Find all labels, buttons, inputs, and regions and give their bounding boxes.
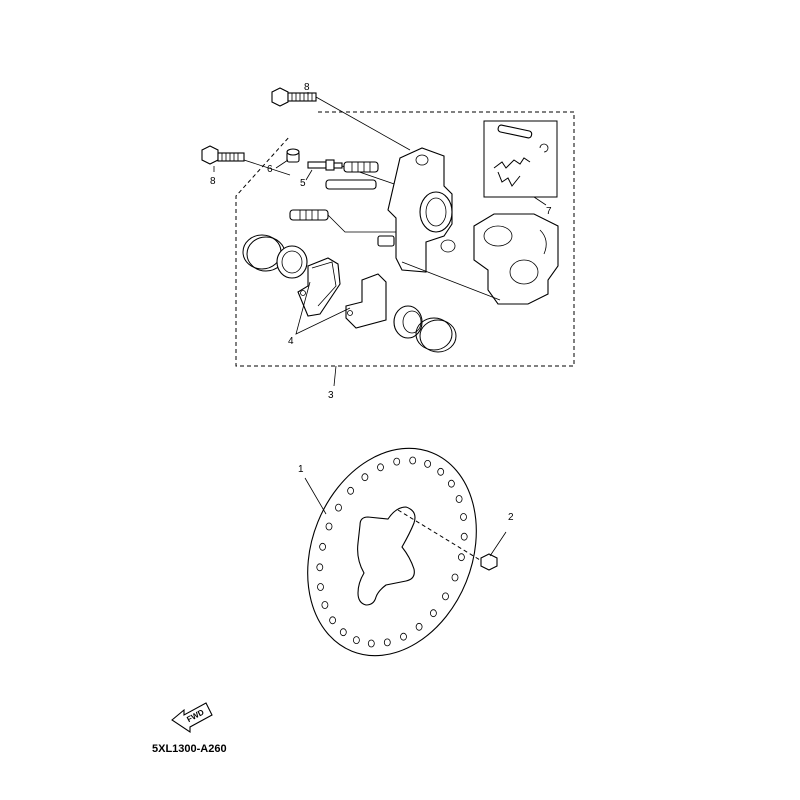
disc-vent-hole xyxy=(429,609,437,618)
pad-pin-spring-kit xyxy=(483,120,558,206)
leader-1 xyxy=(304,477,327,515)
callout-3: 3 xyxy=(328,390,334,401)
caliper-assembly-group xyxy=(201,87,575,387)
slide-pin-lower xyxy=(289,209,402,233)
disc-bolt-axis xyxy=(397,509,481,561)
leader-5 xyxy=(305,169,313,181)
disc-vent-hole xyxy=(455,495,463,503)
slide-pin-upper xyxy=(343,161,379,173)
caliper-bracket xyxy=(377,147,456,273)
disc-vent-hole xyxy=(352,636,360,644)
brake-pad-rear xyxy=(345,273,387,329)
disc-vent-hole xyxy=(457,553,465,562)
callout-5: 5 xyxy=(300,178,306,189)
piston-right xyxy=(393,305,423,339)
housing-leader xyxy=(401,261,501,301)
disc-vent-hole xyxy=(460,513,467,521)
disc-vent-hole xyxy=(377,463,384,472)
brake-disc xyxy=(307,447,481,657)
disc-vent-hole xyxy=(325,522,333,531)
disc-bolt xyxy=(480,531,507,571)
disc-vent-hole xyxy=(316,563,324,572)
forward-direction-arrow: FWD xyxy=(171,702,213,734)
callout-8-upper: 8 xyxy=(304,82,310,93)
disc-vent-hole xyxy=(319,542,327,551)
disc-vent-hole xyxy=(451,573,459,582)
diagram-code: 5XL1300-A260 xyxy=(152,743,227,755)
upper-mounting-bolt xyxy=(271,87,411,151)
callout-4: 4 xyxy=(288,336,294,347)
assembly-boundary xyxy=(235,111,575,367)
disc-hub-cutout xyxy=(357,506,416,606)
disc-vent-hole xyxy=(335,503,342,512)
disc-vent-hole xyxy=(460,532,468,541)
disc-vent-hole xyxy=(415,622,423,631)
disc-vent-hole xyxy=(437,467,445,476)
disc-vent-hole xyxy=(367,639,375,648)
disc-vent-hole xyxy=(393,457,401,466)
callout-7: 7 xyxy=(546,206,552,217)
disc-vent-hole xyxy=(442,592,449,601)
left-mounting-bolt xyxy=(201,145,291,176)
disc-vent-hole xyxy=(321,601,329,609)
callout-6: 6 xyxy=(267,164,273,175)
disc-vent-hole xyxy=(424,459,432,468)
disc-vent-hole xyxy=(400,632,407,641)
disc-vent-hole xyxy=(339,628,347,637)
piston-seal-right xyxy=(415,317,457,353)
disc-vent-hole xyxy=(447,479,455,488)
caliper-housing xyxy=(473,213,559,305)
callout-2: 2 xyxy=(508,512,514,523)
bleed-screw xyxy=(307,159,401,187)
brake-pad-front xyxy=(297,257,341,317)
disc-vent-hole xyxy=(317,583,324,591)
piston-left xyxy=(276,245,308,279)
slide-pin-long xyxy=(325,179,377,190)
bleed-screw-cap xyxy=(286,148,300,163)
leader-3 xyxy=(333,365,337,387)
disc-vent-holes xyxy=(316,456,468,648)
callout-8-left: 8 xyxy=(210,176,216,187)
callout-1: 1 xyxy=(298,464,304,475)
disc-vent-hole xyxy=(329,616,337,625)
disc-vent-hole xyxy=(409,456,417,465)
disc-vent-hole xyxy=(361,473,369,482)
disc-vent-hole xyxy=(383,638,391,647)
leader-4 xyxy=(295,281,351,335)
disc-vent-hole xyxy=(347,486,355,495)
leader-6 xyxy=(275,159,289,169)
